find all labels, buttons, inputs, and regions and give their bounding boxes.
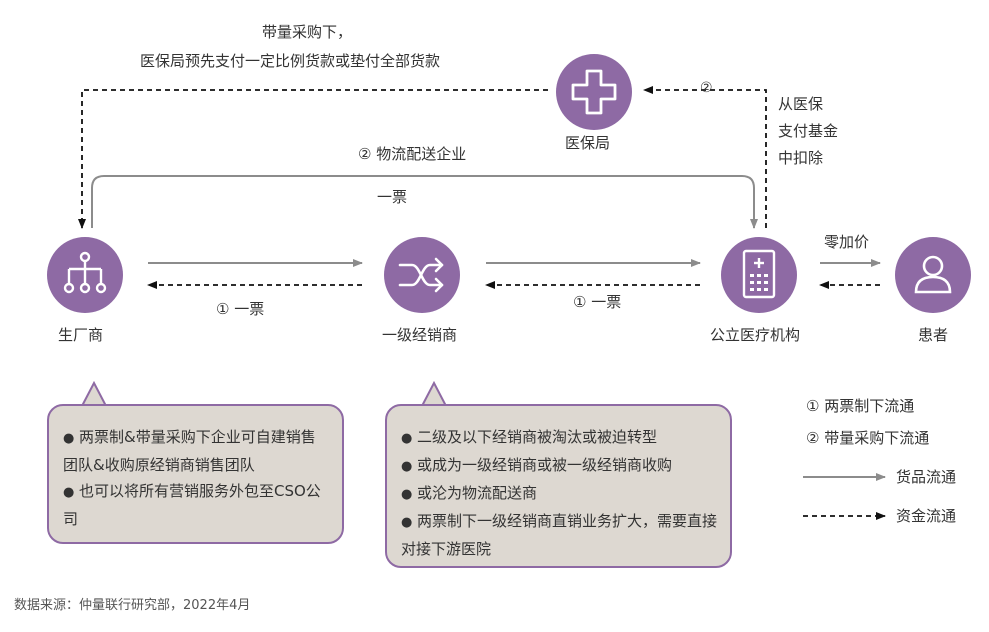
patient-label: 患者 [918, 326, 949, 344]
right-note-bubble: ●二级及以下经销商被淘汰或被迫转型 ●或成为一级经销商或被一级经销商收购 ●或沦… [385, 404, 732, 568]
one-ticket-right: ① 一票 [573, 293, 622, 311]
building-icon [742, 249, 776, 299]
shuffle-icon [398, 257, 444, 293]
insurance-node [556, 54, 632, 130]
insurance-label: 医保局 [565, 134, 611, 152]
person-icon [914, 255, 952, 294]
right-note-item: ●或沦为物流配送商 [401, 484, 538, 502]
right-note-item: ●或成为一级经销商或被一级经销商收购 [401, 456, 673, 474]
patient-node [895, 237, 971, 313]
funds-flow-insurance-to-manufacturer [78, 89, 548, 229]
legend-item-two-ticket: ① 两票制下流通 [806, 397, 915, 415]
marker-2-top: ② [700, 80, 713, 96]
left-bubble-tail [81, 380, 107, 407]
top-caption-line2: 医保局预先支付一定比例货款或垫付全部货款 [140, 52, 441, 70]
distributor-node [384, 237, 460, 313]
manufacturer-label: 生厂商 [58, 326, 104, 344]
one-ticket-top: 一票 [377, 188, 408, 206]
top-caption-line1: 带量采购下， [262, 23, 353, 41]
distributor-label: 一级经销商 [382, 326, 458, 344]
legend-goods-label: 货品流通 [896, 468, 957, 486]
funds-flow-hospital-to-insurance [643, 86, 767, 228]
left-note-bubble: ●两票制&带量采购下企业可自建销售团队&收购原经销商销售团队 ●也可以将所有营销… [47, 404, 344, 544]
source-note: 数据来源：仲量联行研究部，2022年4月 [14, 598, 251, 613]
right-caption-line1: 从医保 [778, 95, 824, 113]
right-caption-line3: 中扣除 [778, 149, 824, 167]
legend-item-volume-procurement: ② 带量采购下流通 [806, 429, 930, 447]
left-note-item: ●两票制&带量采购下企业可自建销售团队&收购原经销商销售团队 [63, 428, 316, 474]
right-bubble-tail [421, 380, 447, 407]
goods-flow-logistics [91, 175, 758, 229]
logistics-label: ② 物流配送企业 [358, 145, 467, 163]
right-caption-line2: 支付基金 [778, 122, 839, 140]
hospital-node [721, 237, 797, 313]
org-chart-icon [63, 251, 107, 294]
manufacturer-node [47, 237, 123, 313]
one-ticket-left: ① 一票 [216, 300, 265, 318]
right-note-item: ●二级及以下经销商被淘汰或被迫转型 [401, 428, 658, 446]
left-note-item: ●也可以将所有营销服务外包至CSO公司 [63, 482, 321, 528]
hospital-label: 公立医疗机构 [710, 326, 801, 344]
legend-funds-label: 资金流通 [896, 507, 957, 525]
medical-cross-icon [571, 69, 617, 115]
zero-markup-label: 零加价 [824, 233, 870, 251]
right-note-item: ●两票制下一级经销商直销业务扩大，需要直接对接下游医院 [401, 512, 718, 558]
